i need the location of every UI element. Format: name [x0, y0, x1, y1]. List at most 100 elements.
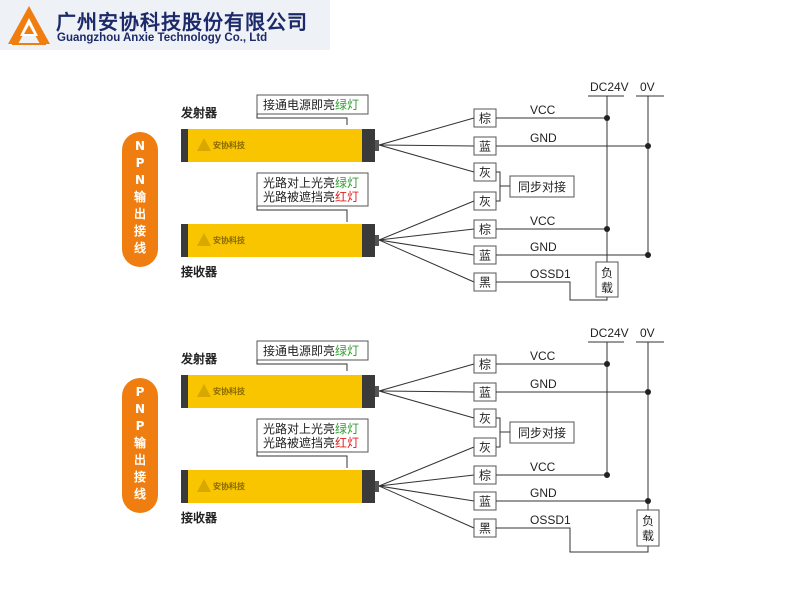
- sec1-type-pill: [122, 378, 158, 513]
- sec1-sync-link-top: [496, 417, 510, 433]
- sec0-ossd-signal-label: OSSD1: [530, 267, 571, 281]
- sec0-emitter-sensor-right-cap: [362, 129, 375, 162]
- sec0-emitter-sensor-cable-gland: [375, 140, 379, 151]
- sec0-receiver-wire-1-color-label: 棕: [479, 222, 491, 237]
- sec1-receiver-note-box: [256, 418, 369, 453]
- sec1-emitter-sensor: 安协科技: [181, 375, 379, 408]
- sec1-sync-link-bottom: [496, 432, 501, 448]
- sec0-emitter-vcc-signal-label: VCC: [530, 103, 556, 117]
- sec1-receiver-vcc-signal-label: VCC: [530, 460, 556, 474]
- sec0-receiver-wire: [378, 239, 475, 283]
- sec1-pill-char: 出: [134, 452, 146, 467]
- sec0-emitter-wire-0-color-label: 棕: [479, 111, 491, 126]
- sec0-emitter-note: 接通电源即亮绿灯: [263, 97, 359, 112]
- sec1-dc24v-label: DC24V: [590, 326, 629, 340]
- sec1-receiver-sensor: 安协科技: [181, 470, 379, 503]
- sec1-pill-char: P: [136, 419, 145, 433]
- sec0-receiver-wire-3-color-label: 黑: [479, 276, 491, 290]
- sec1-emitter-wire: [378, 390, 475, 419]
- sec1-receiver-sensor-body: [181, 470, 375, 503]
- sec1-ossd-line: [496, 527, 649, 553]
- sec1-emitter-wire-2-color-label: 灰: [479, 412, 491, 426]
- sec1-pill-char: 接: [134, 469, 146, 484]
- header-banner: 广州安协科技股份有限公司 Guangzhou Anxie Technology …: [0, 0, 330, 50]
- sec0-receiver-wire: [378, 200, 475, 241]
- sec0-sync-label: 同步对接: [518, 179, 566, 194]
- sec0-receiver-note-1: 光路对上光亮绿灯: [263, 175, 359, 190]
- sec1-emitter-vcc-signal-label: VCC: [530, 349, 556, 363]
- sec1-receiver-sensor-cable-gland: [375, 481, 379, 492]
- sec1-receiver-wire-2-color-label: 蓝: [479, 495, 491, 509]
- sec0-emitter-sensor-logo-icon: [197, 138, 211, 151]
- npn-wiring-section: NPN输出接线发射器接收器接通电源即亮绿灯光路对上光亮绿灯光路被遮挡亮红灯安协科…: [122, 80, 664, 301]
- sec1-sync-label: 同步对接: [518, 425, 566, 440]
- sec0-emitter-vcc-junction: [604, 115, 610, 121]
- sec0-emitter-note-box: [256, 94, 369, 115]
- sec0-receiver-sensor-cable-gland: [375, 235, 379, 246]
- sec1-emitter-note-box: [256, 340, 369, 361]
- sec0-emitter-sensor-left-cap: [181, 129, 188, 162]
- sec1-emitter-sensor-left-cap: [181, 375, 188, 408]
- sec1-receiver-sensor-left-cap: [181, 470, 188, 503]
- sec1-pill-char: N: [135, 402, 145, 416]
- sec1-receiver-wire: [378, 474, 475, 487]
- sec0-emitter-wire-2-color-label: 灰: [479, 166, 491, 180]
- sec0-receiver-note-box: [256, 172, 369, 207]
- sec1-receiver-gnd-junction: [645, 498, 651, 504]
- sec1-receiver-sensor-right-cap: [362, 470, 375, 503]
- sec0-emitter-wire: [378, 144, 475, 173]
- sec1-receiver-label: 接收器: [181, 510, 218, 525]
- sec0-pill-char: 出: [134, 206, 146, 221]
- sec1-emitter-wire: [378, 363, 475, 392]
- sec0-receiver-wire-0-color-label: 灰: [479, 195, 491, 209]
- sec0-pill-char: 输: [134, 189, 147, 204]
- pnp-wiring-section: PNP输出接线发射器接收器接通电源即亮绿灯光路对上光亮绿灯光路被遮挡亮红灯安协科…: [122, 326, 664, 553]
- sec0-receiver-vcc-junction: [604, 226, 610, 232]
- sec1-load-char: 载: [642, 529, 654, 543]
- sec0-receiver-sensor-logo-icon: [197, 233, 211, 246]
- sec0-pill-char: N: [135, 173, 145, 187]
- sec1-emitter-sensor-right-cap: [362, 375, 375, 408]
- sec1-emitter-vcc-junction: [604, 361, 610, 367]
- sec0-receiver-sensor-brand-mark: 安协科技: [213, 235, 246, 245]
- sec1-emitter-wire: [378, 390, 475, 393]
- sec0-0v-label: 0V: [640, 80, 655, 94]
- sec1-receiver-vcc-junction: [604, 472, 610, 478]
- sec1-receiver-wire-3-color-label: 黑: [479, 522, 491, 536]
- sec0-pill-char: 接: [134, 223, 146, 238]
- sec0-emitter-sensor-brand-mark: 安协科技: [213, 140, 246, 150]
- sec1-receiver-wire: [378, 485, 475, 529]
- sec1-emitter-note: 接通电源即亮绿灯: [263, 343, 359, 358]
- sec1-emitter-sensor-logo-icon: [197, 384, 211, 397]
- sec0-emitter-wire-1-color-label: 蓝: [479, 140, 491, 154]
- sec0-type-pill: [122, 132, 158, 267]
- sec0-sync-link-bottom: [496, 186, 501, 202]
- sec0-emitter-gnd-signal-label: GND: [530, 131, 557, 145]
- sec1-receiver-wire-0-color-label: 灰: [479, 441, 491, 455]
- sec1-emitter-sensor-cable-gland: [375, 386, 379, 397]
- sec1-receiver-wire: [378, 446, 475, 487]
- sec0-receiver-gnd-junction: [645, 252, 651, 258]
- sec1-0v-label: 0V: [640, 326, 655, 340]
- sec0-load-char: 负: [601, 266, 613, 280]
- sec1-load-box: [636, 509, 660, 547]
- sec0-emitter-wire: [378, 117, 475, 146]
- sec1-emitter-label: 发射器: [180, 351, 218, 366]
- sec0-load-char: 载: [601, 281, 613, 295]
- sec1-receiver-gnd-signal-label: GND: [530, 486, 557, 500]
- sec0-receiver-wire: [378, 228, 475, 241]
- sec0-emitter-label: 发射器: [180, 105, 218, 120]
- sec1-pill-char: 输: [134, 435, 147, 450]
- sec0-receiver-vcc-signal-label: VCC: [530, 214, 556, 228]
- sec0-receiver-sensor-body: [181, 224, 375, 257]
- sec1-receiver-note-2: 光路被遮挡亮红灯: [263, 435, 359, 450]
- sec0-pill-char: 线: [134, 240, 146, 255]
- sec1-ossd-signal-label: OSSD1: [530, 513, 571, 527]
- sec1-receiver-sensor-logo-icon: [197, 479, 211, 492]
- sec0-receiver-note-2: 光路被遮挡亮红灯: [263, 189, 359, 204]
- sec0-ossd-line: [496, 281, 608, 301]
- sec0-pill-char: N: [135, 139, 145, 153]
- sec1-pill-char: 线: [134, 486, 146, 501]
- sec0-receiver-wire-2-color-label: 蓝: [479, 249, 491, 263]
